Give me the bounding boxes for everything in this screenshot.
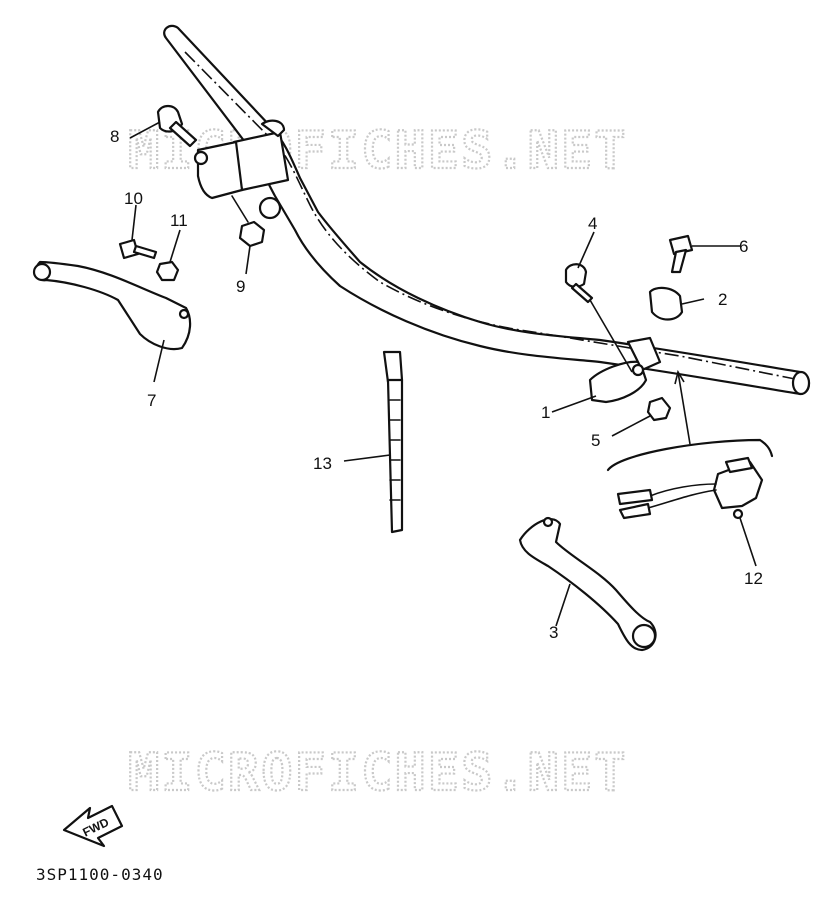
part-10-bolt [118, 238, 158, 260]
callout-1: 1 [541, 403, 550, 422]
callout-8: 8 [110, 127, 119, 146]
callout-9: 9 [236, 277, 245, 296]
callout-7: 7 [147, 391, 156, 410]
part-9-nut [238, 220, 266, 248]
callout-11: 11 [170, 211, 188, 230]
callout-5: 5 [591, 431, 600, 450]
callout-6: 6 [739, 237, 748, 256]
part-6-bolt [668, 234, 694, 274]
callout-12: 12 [744, 569, 763, 588]
callout-10: 10 [124, 189, 143, 208]
fwd-arrow-icon: FWD [62, 804, 124, 848]
callout-2: 2 [718, 290, 727, 309]
callout-3: 3 [549, 623, 558, 642]
part-13-cable-tie [382, 350, 404, 534]
part-4-bolt [564, 263, 633, 373]
part-3-lever [518, 516, 657, 652]
part-5-nut [646, 396, 672, 422]
part-12-switch [616, 456, 764, 520]
master-cylinder-clamp [193, 119, 290, 223]
watermark-bottom: MICROFICHES.NET [128, 743, 628, 803]
part-8-bolt [156, 104, 198, 148]
part-11-nut [155, 260, 180, 282]
leader-lines [129, 121, 757, 627]
callout-13: 13 [313, 454, 332, 473]
part-7-lever [32, 260, 192, 351]
callout-4: 4 [588, 214, 597, 233]
switch-indicator [606, 369, 774, 472]
part-2-clamp [648, 286, 684, 321]
handlebar [163, 24, 811, 396]
diagram-code: 3SP1100-0340 [36, 865, 164, 884]
